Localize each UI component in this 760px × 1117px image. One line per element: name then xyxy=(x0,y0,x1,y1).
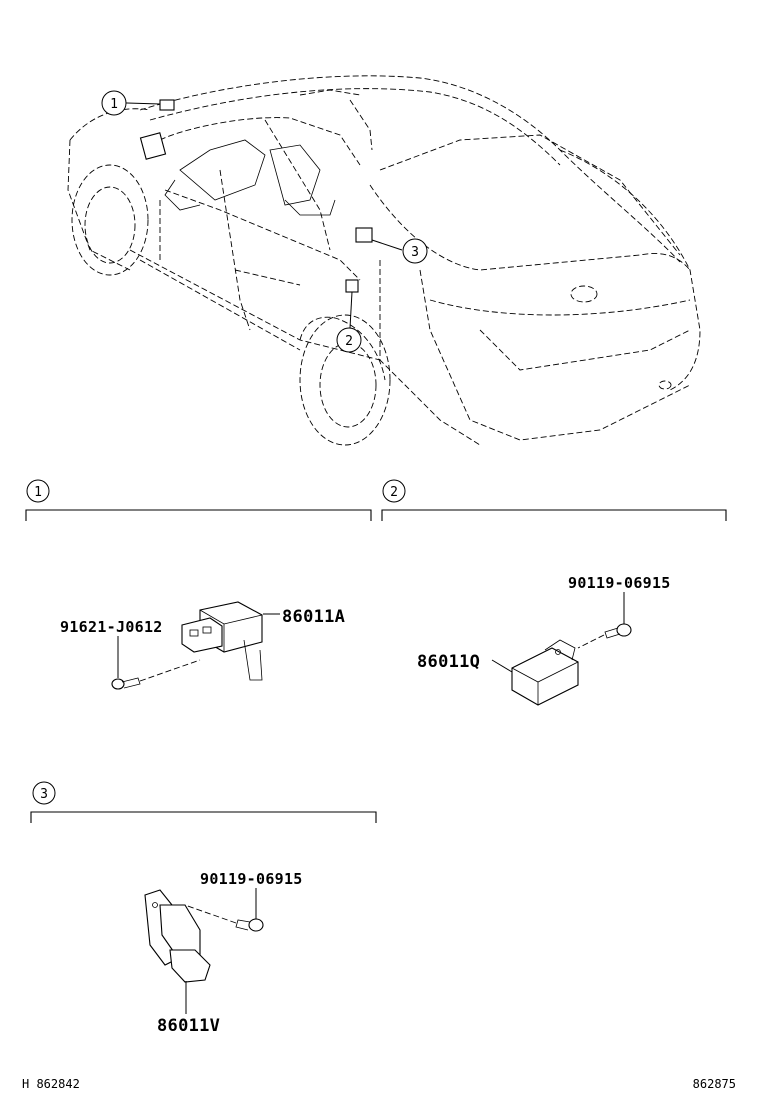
part-86011A-label: 86011A xyxy=(282,607,345,627)
section-3-bracket xyxy=(30,811,377,823)
part-86011Q-relay xyxy=(511,639,579,706)
section-3-number: 3 xyxy=(40,787,48,802)
footer-right-code: 862875 xyxy=(693,1077,736,1091)
callout-3-label: 3 xyxy=(411,245,419,260)
car-overview-drawing xyxy=(67,75,701,446)
section-1-number: 1 xyxy=(34,485,42,500)
footer-left-code: H 862842 xyxy=(22,1077,80,1091)
part-91621-J0612-label: 91621-J0612 xyxy=(60,618,163,636)
section-3: 3 90119-06915 86011V xyxy=(30,781,377,1036)
bolt-91621-J0612 xyxy=(111,659,201,690)
bolt-90119-06915-b xyxy=(184,904,264,932)
section-1: 1 86011A 91621-J0612 xyxy=(25,479,372,690)
callout-3-overview: 3 xyxy=(402,238,428,264)
part-90119-06915-b-label: 90119-06915 xyxy=(200,870,303,888)
section-2-bracket xyxy=(381,509,727,521)
section-1-bracket xyxy=(25,509,372,521)
part-90119-06915-a-label: 90119-06915 xyxy=(568,574,671,592)
callout-1-label: 1 xyxy=(110,97,118,112)
callout-2-label: 2 xyxy=(345,334,353,349)
callout-2-overview: 2 xyxy=(336,327,362,353)
part-86011A-relay xyxy=(181,601,263,681)
section-2: 2 90119-06915 86011Q xyxy=(381,479,727,706)
callout-1-overview: 1 xyxy=(101,90,127,116)
part-86011V-label: 86011V xyxy=(157,1016,220,1036)
section-2-number: 2 xyxy=(390,485,398,500)
part-86011V-relay xyxy=(144,889,211,983)
part-86011Q-label: 86011Q xyxy=(417,652,480,672)
bolt-90119-06915-a xyxy=(577,623,632,649)
